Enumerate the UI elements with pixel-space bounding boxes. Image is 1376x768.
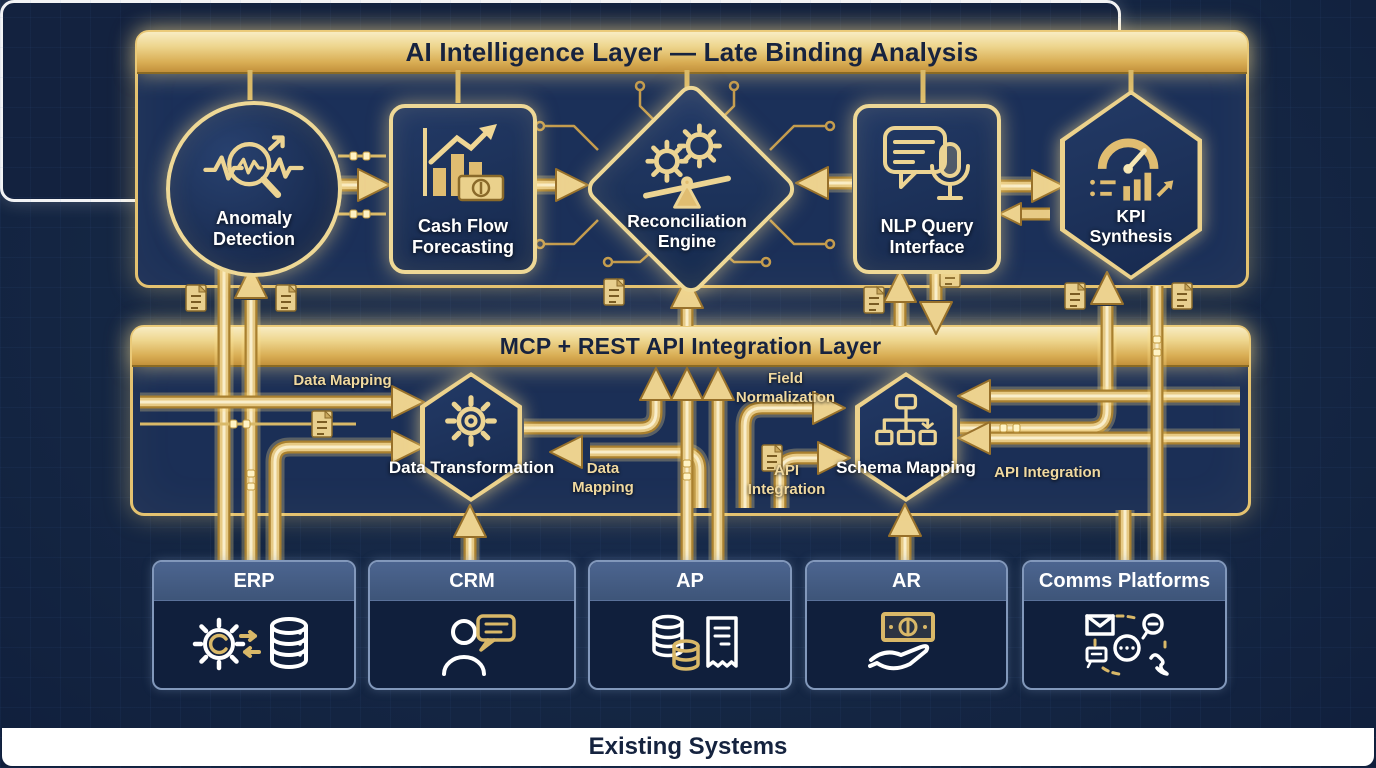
banknote-hand-icon [867,612,935,671]
gears-balance-icon [643,123,731,209]
card-label: Comms Platforms [1038,569,1211,592]
card-body [1024,601,1225,687]
component-cash-flow-forecasting: Cash Flow Forecasting [389,104,537,274]
flow-label-data-mapping-1: Data Mapping [293,372,392,389]
flow-label-field-normalization: Field Normalization [735,370,836,406]
component-label: KPI Synthesis [1089,205,1173,246]
gear-database-icon [192,617,308,671]
flow-label-api-integration-2: API Integration [994,464,1101,481]
card-header: Comms Platforms [1024,562,1225,601]
hierarchy-icon [875,393,937,445]
card-body [154,601,354,687]
card-body [370,601,574,687]
magnifier-waveform-icon [203,135,304,199]
card-header: ERP [154,562,354,601]
email-chat-phone-icon [1084,613,1169,676]
integration-layer-title: MCP + REST API Integration Layer [499,332,882,359]
integration-layer-banner: MCP + REST API Integration Layer [132,327,1249,367]
gauge-metrics-icon [1090,138,1174,201]
existing-systems-band: Existing Systems [2,728,1374,766]
schema-mapping-label: Schema Mapping [836,458,976,477]
card-header: AR [807,562,1006,601]
system-card-ap: AP [588,560,792,690]
flow-label-api-integration-1: API Integration [747,462,826,498]
component-anomaly-detection: Anomaly Detection [166,101,342,277]
system-card-ar: AR [805,560,1008,690]
coins-invoice-icon [652,614,738,671]
gear-icon [445,394,497,447]
chat-microphone-icon [883,126,970,201]
component-kpi-synthesis: KPI Synthesis [1060,90,1202,280]
flow-label-data-mapping-2: Data Mapping [572,460,634,496]
bar-chart-money-icon [423,124,505,202]
component-reconciliation-engine: Reconciliation Engine [607,122,767,252]
component-nlp-query-interface: NLP Query Interface [853,104,1001,274]
card-label: AR [892,569,921,592]
system-card-comms-platforms: Comms Platforms [1022,560,1227,690]
card-header: CRM [370,562,574,601]
card-body [807,601,1006,687]
component-data-transformation [420,372,522,502]
ai-layer-title: AI Intelligence Layer — Late Binding Ana… [405,36,979,67]
data-transformation-label: Data Transformation [388,458,555,477]
system-card-crm: CRM [368,560,576,690]
existing-systems-title: Existing Systems [588,733,788,760]
component-label: NLP Query Interface [880,216,974,257]
card-label: CRM [449,569,495,592]
component-label: Anomaly Detection [212,208,295,249]
component-label: Cash Flow Forecasting [411,216,515,257]
ai-layer-banner: AI Intelligence Layer — Late Binding Ana… [137,32,1247,74]
card-header: AP [590,562,790,601]
component-label: Reconciliation Engine [627,210,747,251]
system-card-erp: ERP [152,560,356,690]
component-schema-mapping [855,372,957,502]
card-label: ERP [233,569,275,592]
person-chat-icon [442,614,516,676]
card-body [590,601,790,687]
card-label: AP [676,569,704,592]
